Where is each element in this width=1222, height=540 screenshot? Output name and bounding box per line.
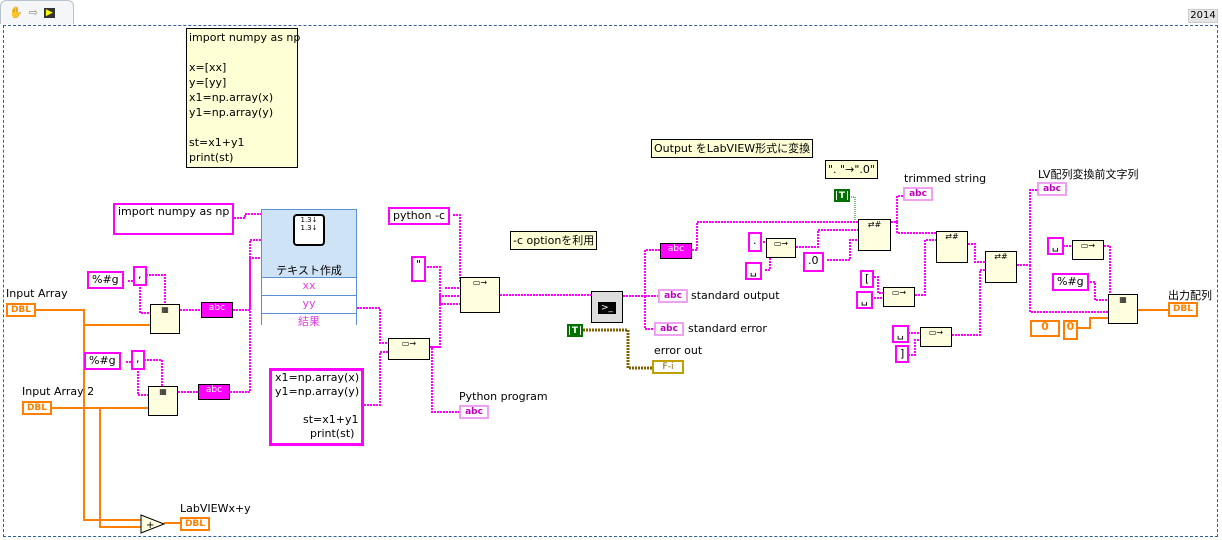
space-constant-1[interactable]: ␣ — [745, 262, 762, 280]
format-constant-1[interactable]: %#g — [87, 271, 124, 289]
svg-text:+: + — [146, 520, 154, 531]
wait-true-constant[interactable]: T — [567, 324, 583, 337]
space-constant-3[interactable]: ␣ — [892, 325, 909, 343]
error-out-indicator[interactable]: F-i — [652, 360, 684, 374]
concatenate-strings-node-6[interactable]: ▭→ — [1072, 240, 1104, 260]
format-constant-3[interactable]: %#g — [1052, 273, 1089, 291]
vi-icon[interactable]: ▶ — [43, 7, 55, 18]
standard-output-label: standard output — [691, 289, 780, 302]
search-replace-node-1[interactable]: ⇄# — [858, 219, 891, 251]
replace-comment: ". "→".0" — [825, 160, 878, 179]
spreadsheet-to-array-node[interactable]: ▦ — [1108, 294, 1138, 324]
trimmed-string-indicator[interactable]: abc — [903, 187, 933, 201]
python-c-constant[interactable]: python -c — [388, 207, 450, 225]
express-output-result[interactable]: 結果 — [262, 313, 356, 331]
quote-constant[interactable]: " — [411, 256, 427, 282]
standard-error-indicator[interactable]: abc — [654, 322, 684, 336]
replace-all-true-constant[interactable]: T — [834, 189, 850, 202]
output-array-label: 出力配列 — [1168, 289, 1212, 302]
concatenate-strings-node-3[interactable]: ▭→ — [766, 238, 796, 258]
labview-sum-indicator[interactable]: DBL — [180, 517, 210, 531]
string-to-array-conversion-1[interactable]: abc — [201, 302, 233, 318]
space-constant-4[interactable]: ␣ — [1047, 237, 1064, 255]
bracket-close-constant[interactable]: ] — [895, 345, 910, 363]
arrow-icon[interactable]: ⇨ — [28, 6, 38, 19]
python-program-label: Python program — [459, 390, 548, 403]
trimmed-string-label: trimmed string — [904, 172, 987, 185]
code-tail-constant[interactable]: x1=np.array(x) y1=np.array(y) st=x1+y1 p… — [269, 368, 364, 446]
space-constant-2[interactable]: ␣ — [856, 291, 873, 309]
toolbar: ✋ ⇨ ▶ — [0, 0, 74, 24]
version-label: 2014 — [1188, 9, 1218, 23]
labview-sum-label: LabVIEWx+y — [180, 502, 251, 515]
zero-constant[interactable]: 0 — [1063, 320, 1078, 340]
concatenate-strings-node-4[interactable]: ▭→ — [883, 287, 915, 307]
output-array-indicator[interactable]: DBL — [1168, 302, 1198, 317]
hand-icon[interactable]: ✋ — [9, 6, 23, 19]
dot-constant[interactable]: . — [748, 232, 762, 252]
python-code-comment: import numpy as np x=[xx] y=[yy] x1=np.a… — [186, 28, 300, 168]
start-index-control[interactable]: 0 — [1030, 320, 1060, 337]
concatenate-strings-node-5[interactable]: ▭→ — [920, 327, 952, 347]
concatenate-strings-node-1[interactable]: ▭→ — [460, 277, 500, 313]
express-vi-icon: 1.3↓1.3↓ — [262, 210, 356, 262]
diagram-frame — [3, 25, 1218, 537]
terminal-icon: >_ — [597, 302, 617, 314]
format-text-express-vi[interactable]: 1.3↓1.3↓ テキスト作成 xx yy 結果 — [261, 209, 357, 331]
array-to-spreadsheet-node-1[interactable]: ▦ — [150, 304, 180, 334]
express-input-xx[interactable]: xx — [262, 277, 356, 295]
string-conversion-3[interactable]: abc — [660, 243, 692, 259]
python-program-indicator[interactable]: abc — [459, 405, 489, 419]
input-array-terminal[interactable]: DBL — [6, 303, 36, 317]
separator-constant-2[interactable]: , — [131, 350, 145, 370]
input-array2-label: Input Array 2 — [22, 385, 95, 398]
separator-constant-1[interactable]: , — [133, 266, 147, 286]
express-vi-title: テキスト作成 — [276, 264, 342, 277]
search-replace-node-3[interactable]: ⇄# — [985, 251, 1017, 283]
standard-error-label: standard error — [688, 322, 767, 335]
dot-zero-constant[interactable]: .0 — [803, 252, 824, 272]
c-option-comment: -c optionを利用 — [510, 231, 598, 250]
bracket-open-constant[interactable]: [ — [860, 270, 875, 288]
array-to-spreadsheet-node-2[interactable]: ▦ — [148, 386, 178, 416]
lv-string-indicator[interactable]: abc — [1037, 182, 1067, 196]
input-array2-terminal[interactable]: DBL — [22, 401, 52, 415]
convert-comment: Output をLabVIEW形式に変換 — [651, 139, 814, 158]
concatenate-strings-node-2[interactable]: ▭→ — [388, 338, 430, 360]
format-constant-2[interactable]: %#g — [84, 352, 121, 370]
system-exec-node[interactable]: >_ — [591, 291, 623, 323]
search-replace-node-2[interactable]: ⇄# — [936, 231, 968, 263]
standard-output-indicator[interactable]: abc — [658, 289, 688, 303]
import-string-constant[interactable]: import numpy as np — [113, 203, 235, 235]
error-out-label: error out — [654, 344, 703, 357]
express-input-yy[interactable]: yy — [262, 295, 356, 313]
input-array-label: Input Array — [6, 287, 68, 300]
string-to-array-conversion-2[interactable]: abc — [198, 384, 230, 400]
lv-string-label: LV配列変換前文字列 — [1038, 168, 1139, 181]
add-node — [140, 514, 166, 534]
